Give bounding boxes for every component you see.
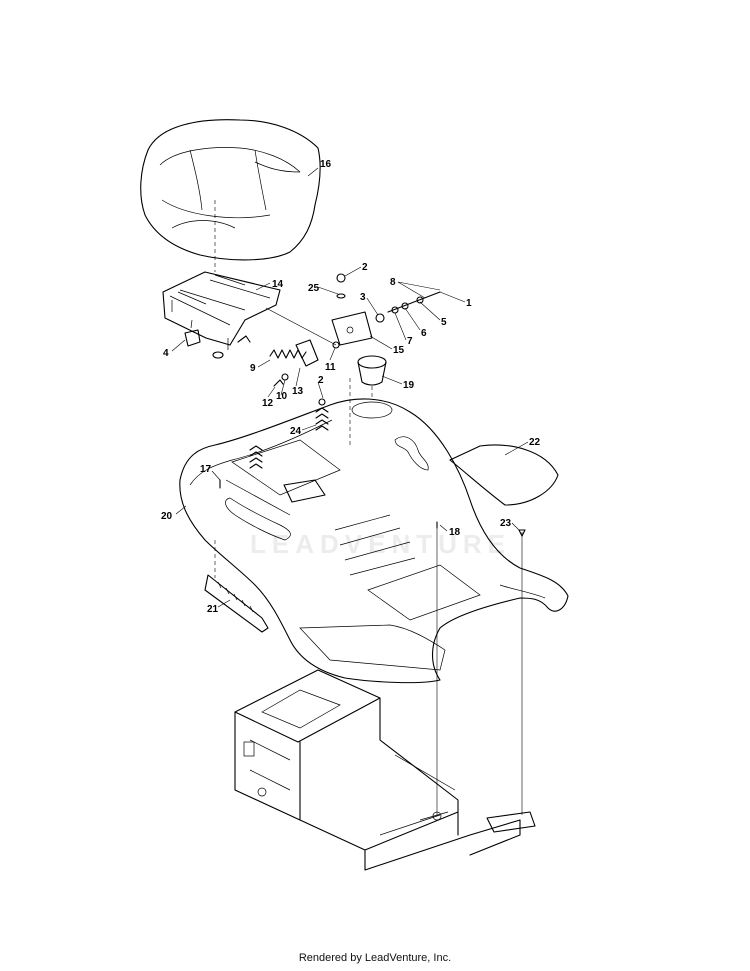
washer-part-3 xyxy=(332,341,340,349)
nut-part-2 xyxy=(375,313,385,323)
nut-part xyxy=(336,273,346,283)
seat-part xyxy=(140,119,321,261)
floor-mat-part xyxy=(449,444,559,506)
callout-8: 8 xyxy=(390,277,396,288)
callout-16: 16 xyxy=(320,159,332,170)
leader-7 xyxy=(394,312,407,341)
callout-12: 12 xyxy=(262,398,274,409)
callout-2-mid: 2 xyxy=(318,375,324,386)
pin-part-3 xyxy=(416,296,424,304)
leader-25 xyxy=(317,286,339,295)
washer-part-2 xyxy=(336,293,346,299)
callout-7: 7 xyxy=(407,336,413,347)
leader-11 xyxy=(329,347,336,361)
callout-4: 4 xyxy=(163,348,169,359)
bracket-part xyxy=(295,339,319,367)
callout-1: 1 xyxy=(466,298,472,309)
leader-17 xyxy=(211,470,221,481)
leader-1 xyxy=(439,291,466,303)
leader-19 xyxy=(381,375,403,385)
leader-13 xyxy=(295,367,301,387)
bolt-part xyxy=(237,335,251,343)
footer-credit: Rendered by LeadVenture, Inc. xyxy=(298,952,452,964)
pin-part-2 xyxy=(401,302,409,310)
washer-part xyxy=(212,351,224,359)
seat-pan-part xyxy=(162,271,281,350)
callout-14: 14 xyxy=(272,279,284,290)
leader-5 xyxy=(419,301,441,321)
watermark-text: LEADVENTURE xyxy=(250,529,511,559)
fender-spring-part xyxy=(315,407,329,431)
leader-4 xyxy=(171,339,186,352)
leader-24 xyxy=(301,424,317,431)
nut-part-3 xyxy=(318,398,326,406)
leader-8 xyxy=(397,281,441,291)
callout-15: 15 xyxy=(393,345,405,356)
callout-3: 3 xyxy=(360,292,366,303)
leader-2a xyxy=(344,266,362,277)
leader-16 xyxy=(307,167,319,177)
fender-spring-part-2 xyxy=(249,445,263,469)
callout-19: 19 xyxy=(403,380,415,391)
leader-14 xyxy=(255,282,271,291)
bushing-part xyxy=(281,373,289,381)
callout-18: 18 xyxy=(449,527,461,538)
leader-9 xyxy=(257,359,271,368)
leader-10 xyxy=(280,379,286,396)
height-rack-part xyxy=(204,574,269,633)
screw-part-23 xyxy=(518,529,526,537)
knob-part xyxy=(184,319,201,347)
callout-5: 5 xyxy=(441,317,447,328)
leader-23 xyxy=(511,522,520,531)
latch-plate-part xyxy=(283,479,326,503)
callout-11: 11 xyxy=(325,362,336,373)
callout-6: 6 xyxy=(421,328,427,339)
callout-10: 10 xyxy=(276,391,288,402)
hinge-bracket-part xyxy=(331,311,373,346)
leader-6 xyxy=(404,307,421,331)
callout-22: 22 xyxy=(529,437,541,448)
leader-20 xyxy=(175,505,187,515)
leader-22 xyxy=(504,441,529,456)
callout-13: 13 xyxy=(292,386,304,397)
cup-holder-part xyxy=(357,355,387,386)
callout-24: 24 xyxy=(290,426,302,437)
pivot-rod-part xyxy=(387,291,441,313)
screw-part xyxy=(273,379,284,387)
leader-3 xyxy=(366,297,379,316)
callout-17: 17 xyxy=(200,464,212,475)
leader-18 xyxy=(439,524,448,532)
alignment-line-7 xyxy=(265,307,337,346)
leader-21 xyxy=(217,599,231,608)
fender-body-part xyxy=(179,398,569,684)
leader-12 xyxy=(267,386,276,398)
callout-2-top: 2 xyxy=(362,262,368,273)
leader-8b xyxy=(397,281,426,299)
tractor-frame-part xyxy=(234,669,536,871)
callout-9: 9 xyxy=(250,363,256,374)
leader-2b xyxy=(317,381,324,399)
callout-23: 23 xyxy=(500,518,512,529)
callout-25: 25 xyxy=(308,283,320,294)
callout-20: 20 xyxy=(161,511,173,522)
leader-15 xyxy=(369,335,393,350)
callout-21: 21 xyxy=(207,604,219,615)
